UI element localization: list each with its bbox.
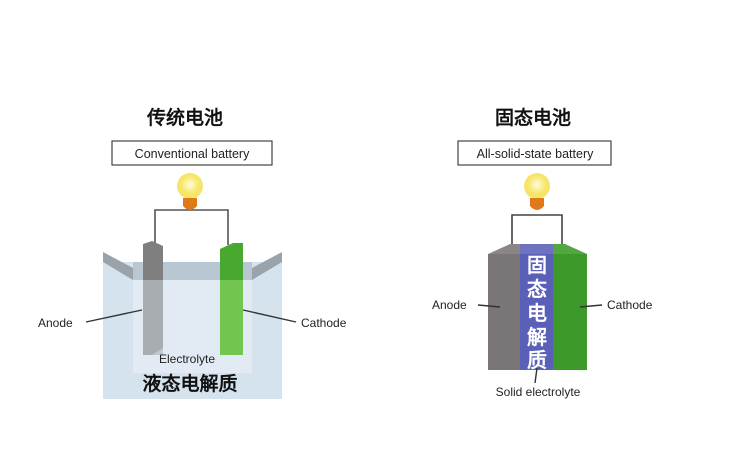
solid-electrolyte-block (520, 244, 553, 370)
svg-text:电: 电 (527, 301, 547, 325)
solid-electrolyte-vertical-text: 固 态 电 解 质 (527, 253, 547, 372)
conventional-battery: 传统电池 Conventional battery Anode (38, 106, 347, 399)
conventional-anode-label: Anode (38, 316, 73, 330)
solid-title-cn: 固态电池 (495, 106, 571, 129)
solid-cathode-block (553, 244, 587, 370)
light-bulb-icon (524, 173, 550, 210)
solid-title-box (457, 140, 612, 166)
svg-text:质: 质 (527, 348, 547, 372)
anode-plate (143, 241, 163, 355)
conventional-title-en: Conventional battery (135, 147, 250, 161)
svg-text:解: 解 (527, 325, 547, 349)
solid-cathode-label: Cathode (607, 298, 653, 312)
wire (154, 209, 229, 245)
conventional-title-box (111, 140, 273, 166)
solid-anode-label: Anode (432, 298, 467, 312)
anode-pointer (85, 309, 143, 323)
cathode-pointer (579, 304, 603, 308)
electrolyte-label: Electrolyte (159, 352, 215, 366)
anode-pointer (477, 304, 501, 308)
electrolyte-pointer (534, 367, 538, 384)
solid-state-battery: 固态电池 All-solid-state battery 固 态 电 解 质 A… (432, 106, 653, 399)
svg-text:态: 态 (527, 277, 547, 301)
solid-anode-block (488, 244, 520, 370)
conventional-cathode-label: Cathode (301, 316, 347, 330)
solid-title-en: All-solid-state battery (477, 147, 594, 161)
liquid-electrolyte-cn: 液态电解质 (142, 372, 237, 395)
wire (511, 214, 563, 248)
cathode-plate (220, 243, 243, 355)
solid-electrolyte-label: Solid electrolyte (496, 385, 581, 399)
light-bulb-icon (177, 173, 203, 210)
svg-text:固: 固 (527, 253, 547, 277)
conventional-title-cn: 传统电池 (146, 106, 223, 129)
cathode-pointer (242, 309, 297, 323)
